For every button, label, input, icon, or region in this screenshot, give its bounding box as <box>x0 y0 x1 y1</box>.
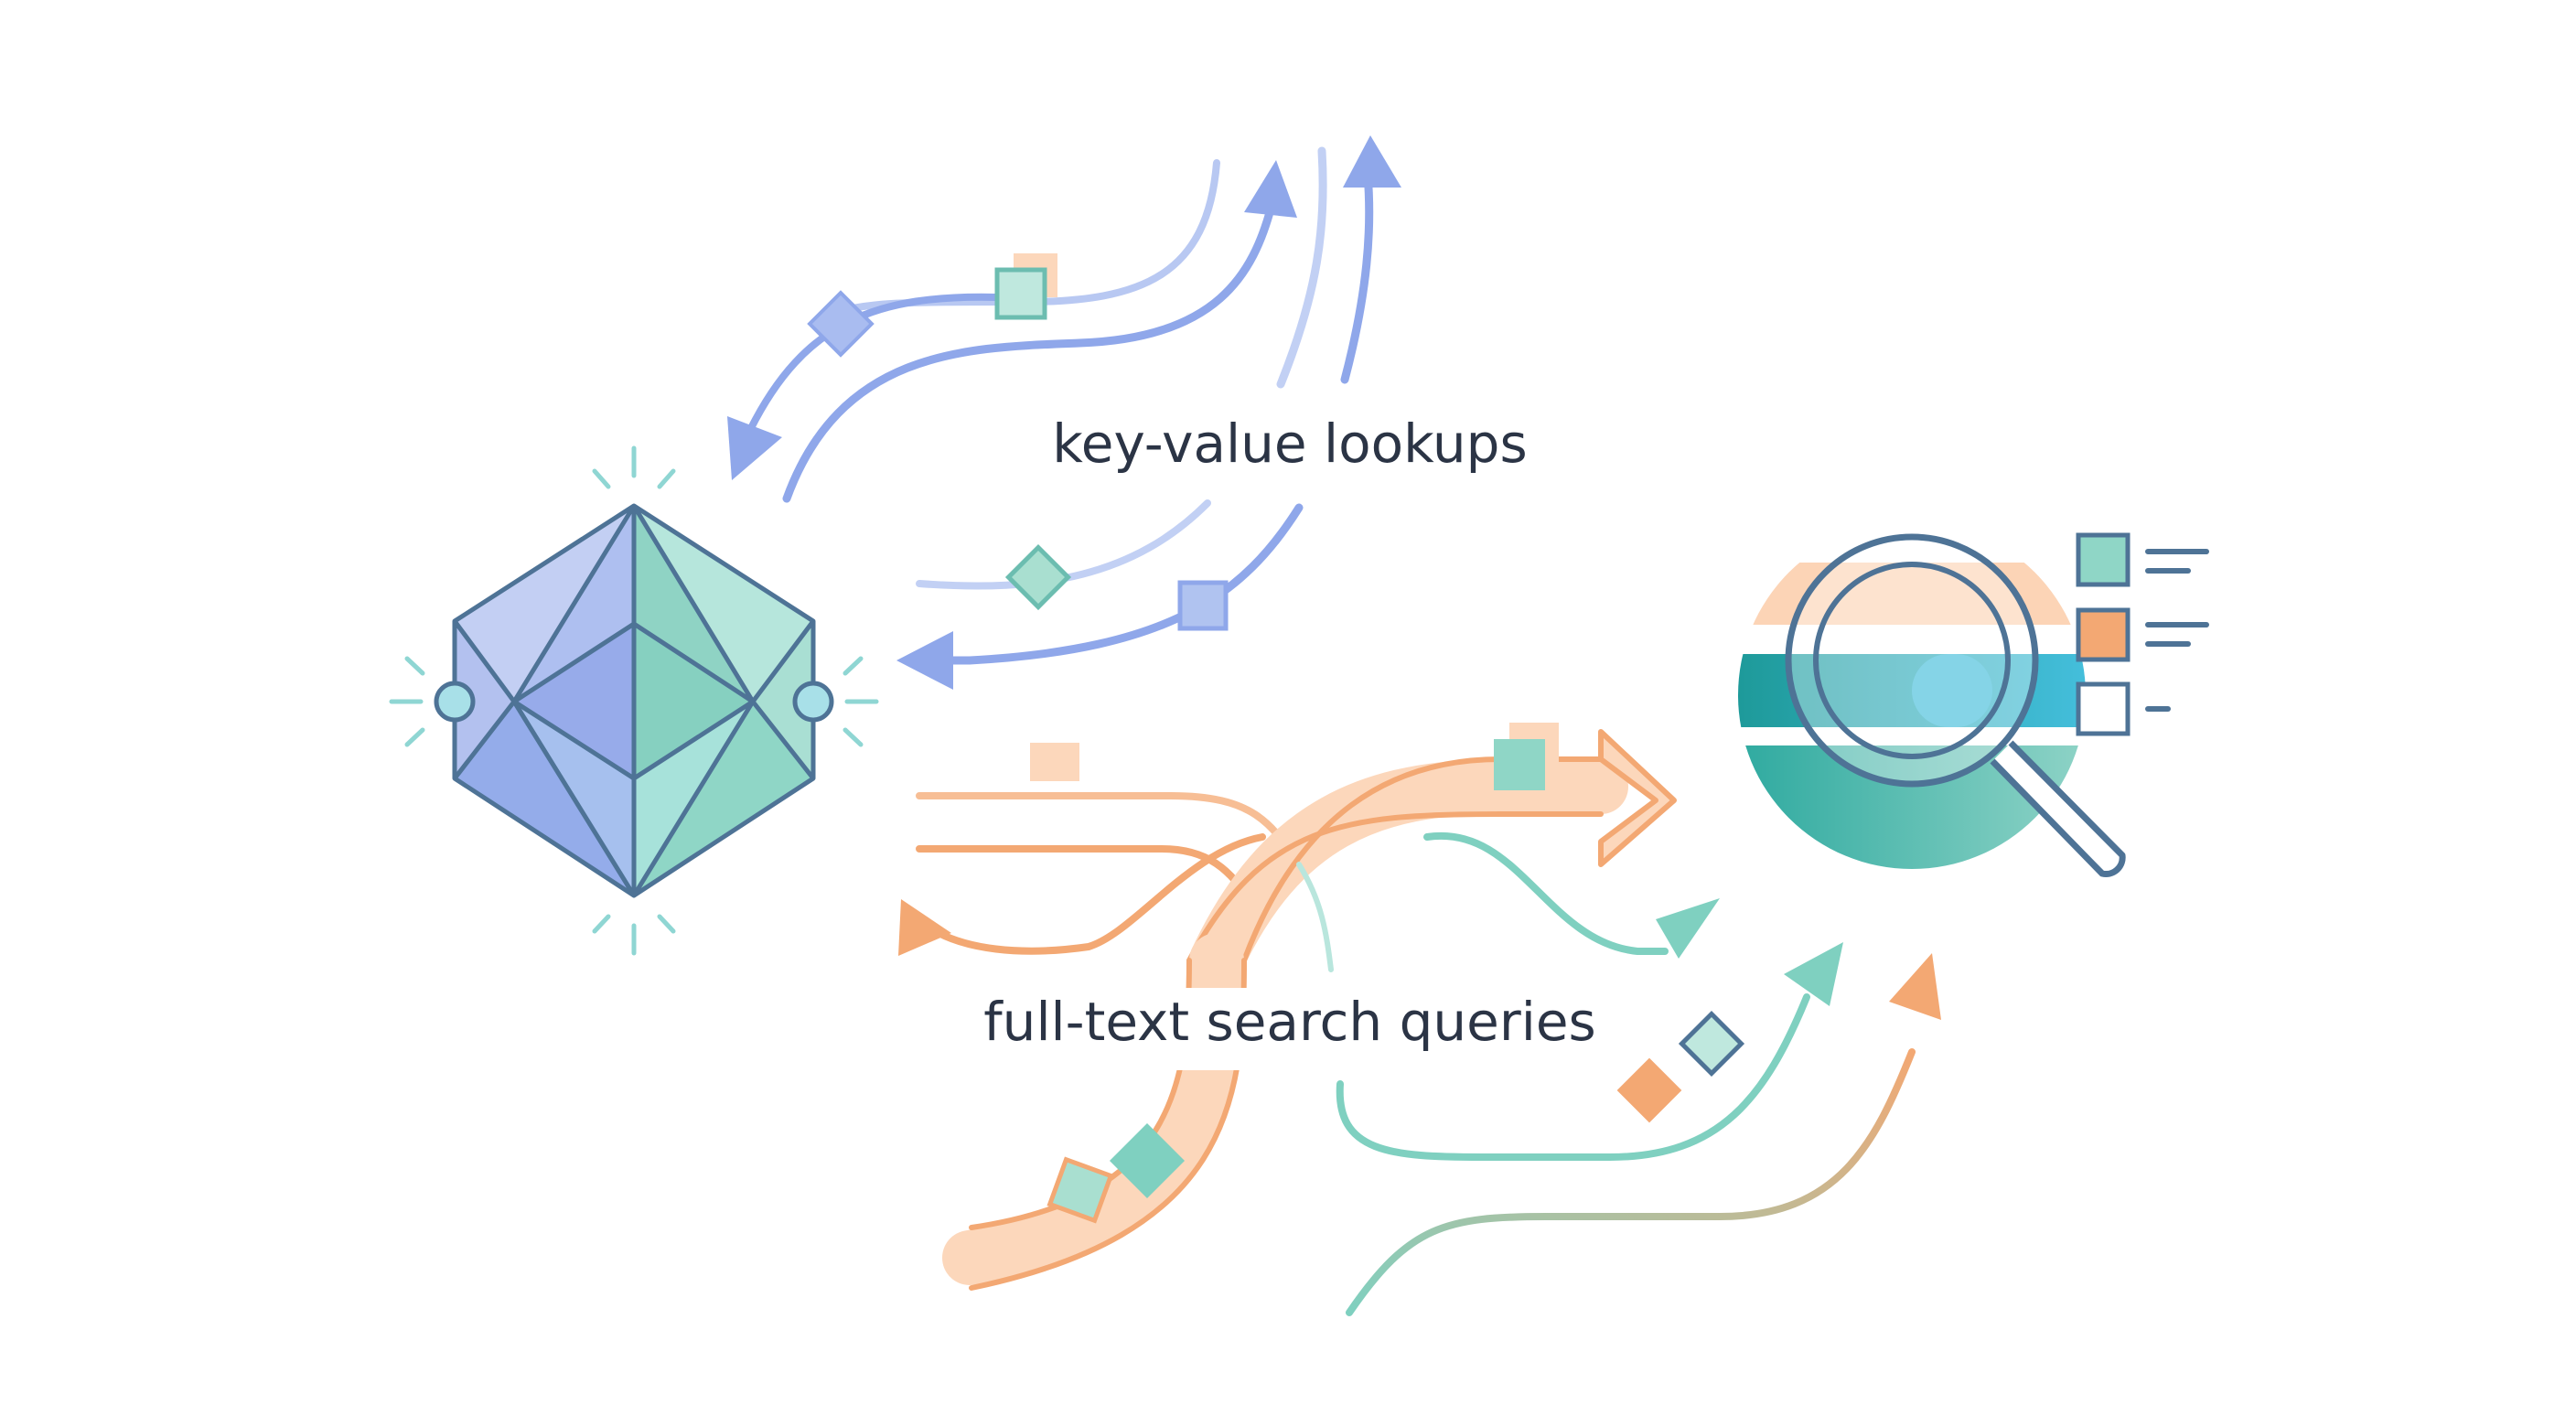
full-text-search-queries-label: full-text search queries <box>983 991 1595 1053</box>
label-backing-bottom <box>1004 988 1579 1070</box>
result-list <box>2076 532 2209 736</box>
full-text-search-flows <box>898 723 1941 1316</box>
key-value-lookups-label: key-value lookups <box>1052 413 1527 475</box>
search-engine-magnifier-icon <box>1720 533 2126 877</box>
label-backing-top <box>1061 402 1519 485</box>
cube-key-value-store-icon <box>389 445 879 956</box>
key-value-flows <box>727 135 1401 690</box>
